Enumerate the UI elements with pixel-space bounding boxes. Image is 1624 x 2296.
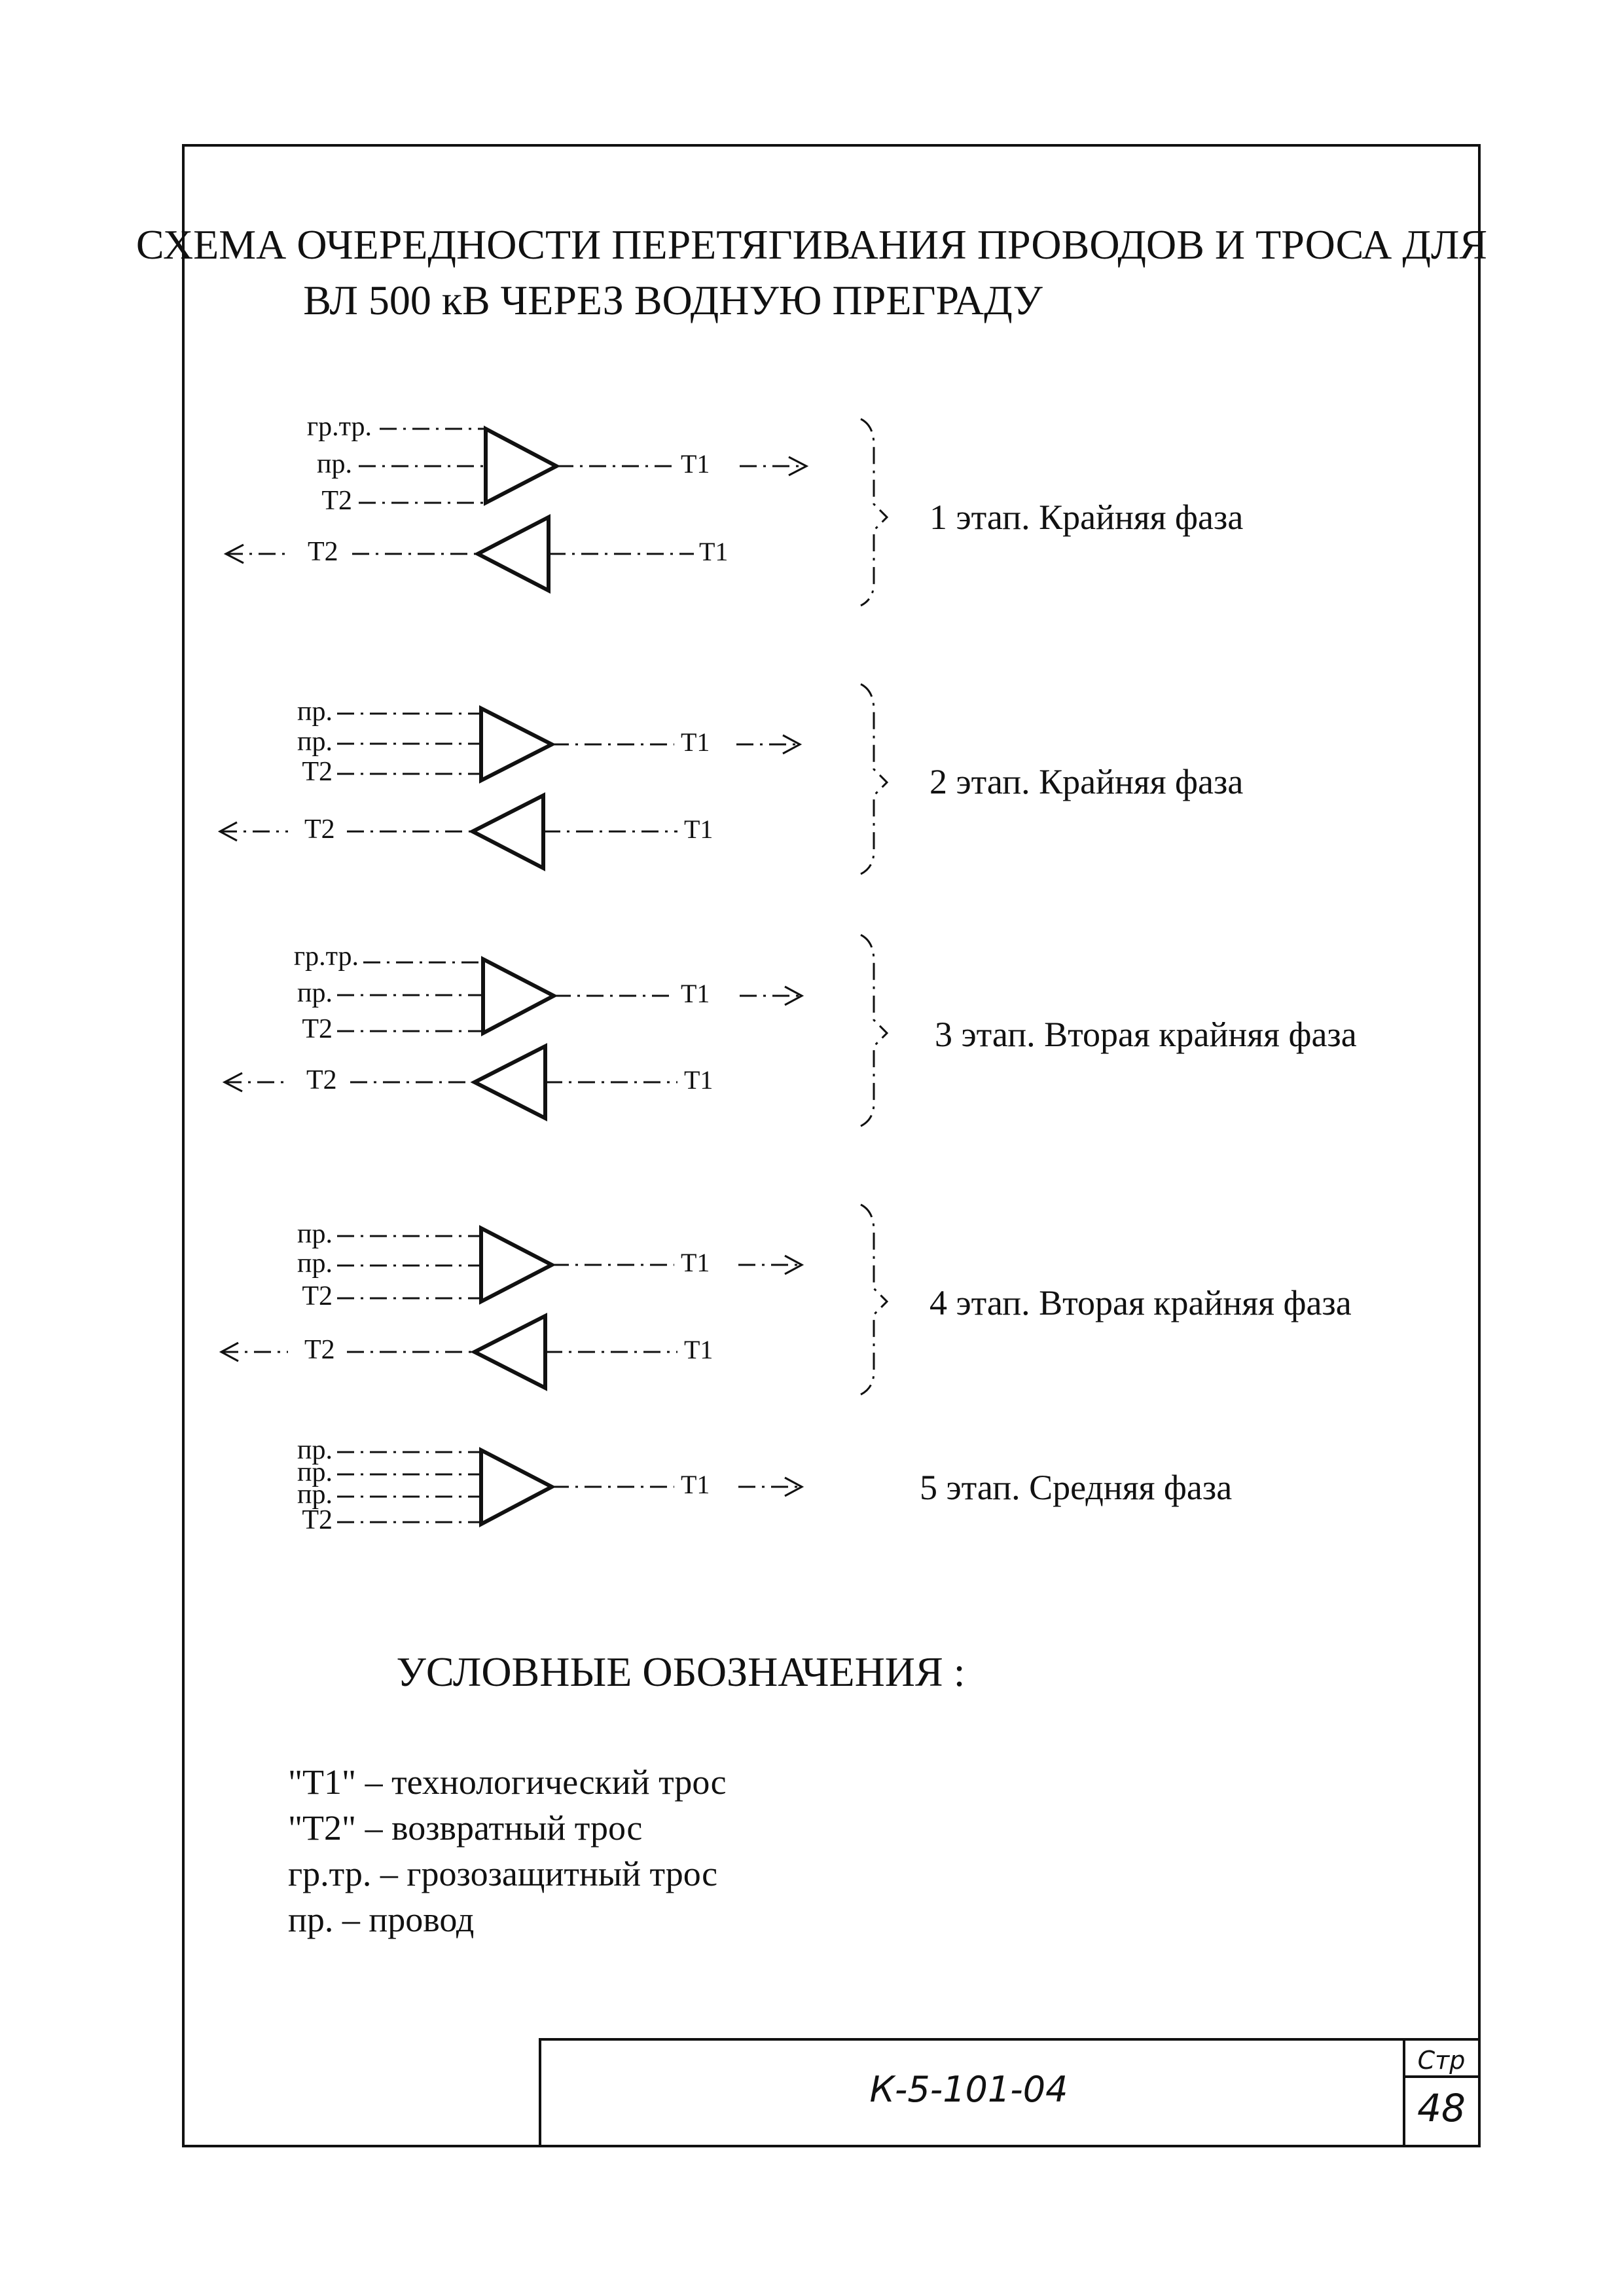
stage-1-brace <box>860 418 889 607</box>
legend-item: "Т2" – возвратный трос <box>288 1808 642 1848</box>
stage-5-input-label: Т2 <box>302 1505 333 1535</box>
stage-2-label: 2 этап. Крайняя фаза <box>929 762 1243 801</box>
stage-3-output-arrow-head <box>784 985 804 1006</box>
legend: УСЛОВНЫЕ ОБОЗНАЧЕНИЯ : "Т1" – технологич… <box>288 1649 965 1939</box>
stage-4-input-label: Т2 <box>302 1281 333 1311</box>
stage-4-return-triangle <box>470 1313 547 1391</box>
stage-2-forward-triangle <box>479 705 556 784</box>
stage-4-return-output-label: Т1 <box>684 1335 713 1364</box>
stage-1-input-label: гр.тр. <box>307 412 372 442</box>
stage-3: гр.тр. пр. Т2 Т1 Т2 Т1 3 этап. Вторая кр… <box>222 934 1357 1127</box>
stage-5-forward-triangle <box>479 1447 556 1527</box>
stage-5-forward-winch: пр. пр. пр. Т2 Т1 <box>297 1435 804 1535</box>
stage-1-output-label: Т1 <box>681 449 710 479</box>
stage-1-return-winch: Т2 Т1 <box>223 514 728 594</box>
legend-item: "Т1" – технологический трос <box>288 1762 727 1802</box>
stage-3-brace <box>860 934 889 1127</box>
stage-4-forward-winch: пр. пр. Т2 Т1 <box>297 1219 804 1311</box>
stage-5-output-label: Т1 <box>681 1470 710 1499</box>
stage-3-return-input-label: Т2 <box>306 1065 337 1095</box>
stage-5-input-label: пр. <box>297 1480 333 1510</box>
stage-4-forward-triangle <box>479 1225 556 1305</box>
stage-4-input-label: пр. <box>297 1248 333 1279</box>
stage-1-input-label: Т2 <box>321 486 352 516</box>
stage-4-return-winch: Т2 Т1 <box>219 1313 713 1391</box>
title-line-1: СХЕМА ОЧЕРЕДНОСТИ ПЕРЕТЯГИВАНИЯ ПРОВОДОВ… <box>136 221 1487 268</box>
stage-2-return-winch: Т2 Т1 <box>217 792 713 871</box>
stage-3-return-winch: Т2 Т1 <box>222 1043 713 1121</box>
stage-2-input-label: Т2 <box>302 757 333 787</box>
stage-3-output-label: Т1 <box>681 979 710 1008</box>
stage-1-input-label: пр. <box>317 449 352 479</box>
legend-heading: УСЛОВНЫЕ ОБОЗНАЧЕНИЯ : <box>397 1649 965 1695</box>
stage-2-brace <box>860 683 889 875</box>
page-label: Стр <box>1418 2046 1466 2075</box>
stage-3-return-output-label: Т1 <box>684 1065 713 1095</box>
stage-1-forward-winch: гр.тр. пр. Т2 Т1 <box>307 412 809 516</box>
stage-3-input-label: пр. <box>297 978 333 1008</box>
legend-item: пр. – провод <box>288 1900 474 1939</box>
stage-2-output-arrow-head <box>782 734 803 755</box>
stage-2-input-label: пр. <box>297 727 333 757</box>
stage-3-input-label: гр.тр. <box>294 941 359 972</box>
stage-1: гр.тр. пр. Т2 Т1 Т2 Т1 1 этап. Крайняя ф… <box>223 412 1243 607</box>
stage-2-return-output-label: Т1 <box>684 814 713 844</box>
stage-3-forward-triangle <box>481 956 558 1036</box>
stage-4-output-label: Т1 <box>681 1248 710 1277</box>
stage-4-output-arrow-head <box>784 1254 804 1275</box>
stage-1-return-input-label: Т2 <box>308 537 338 567</box>
stage-3-return-triangle <box>470 1043 547 1121</box>
stage-5-output-arrow-head <box>784 1476 804 1497</box>
stage-2-output-label: Т1 <box>681 727 710 757</box>
stage-2: пр. пр. Т2 Т1 Т2 Т1 2 этап. Крайняя фаза <box>217 683 1243 875</box>
stage-5-input-label: пр. <box>297 1457 333 1487</box>
page-number: 48 <box>1417 2086 1466 2130</box>
stage-1-forward-triangle <box>484 426 561 506</box>
stage-2-return-triangle <box>468 792 545 871</box>
stage-1-output-arrow-head <box>788 456 809 477</box>
stage-2-return-input-label: Т2 <box>304 814 335 845</box>
title-block: К-5-101-04 Стр 48 <box>539 2038 1481 2147</box>
stage-5-label: 5 этап. Средняя фаза <box>920 1468 1232 1507</box>
stage-5: пр. пр. пр. Т2 Т1 5 этап. Средняя фаза <box>297 1435 1232 1535</box>
legend-item: гр.тр. – грозозащитный трос <box>288 1854 717 1893</box>
document-code: К-5-101-04 <box>870 2069 1068 2110</box>
stage-1-label: 1 этап. Крайняя фаза <box>929 498 1243 537</box>
stage-5-input-label: пр. <box>297 1435 333 1465</box>
stage-1-return-triangle <box>473 514 550 594</box>
stage-3-forward-winch: гр.тр. пр. Т2 Т1 <box>294 941 804 1044</box>
stage-4: пр. пр. Т2 Т1 Т2 Т1 4 этап. Вторая крайн… <box>219 1203 1352 1396</box>
stage-3-input-label: Т2 <box>302 1014 333 1044</box>
stage-4-brace <box>860 1203 889 1396</box>
stage-1-return-output-label: Т1 <box>699 537 728 566</box>
stage-2-forward-winch: пр. пр. Т2 Т1 <box>297 697 803 787</box>
title-line-2: ВЛ 500 кВ ЧЕРЕЗ ВОДНУЮ ПРЕГРАДУ <box>303 277 1043 323</box>
stage-4-input-label: пр. <box>297 1219 333 1249</box>
stage-3-label: 3 этап. Вторая крайняя фаза <box>935 1015 1357 1054</box>
stage-2-input-label: пр. <box>297 697 333 727</box>
stage-4-return-input-label: Т2 <box>304 1335 335 1365</box>
stage-4-label: 4 этап. Вторая крайняя фаза <box>929 1283 1352 1322</box>
title-block-frame <box>539 2038 1481 2147</box>
